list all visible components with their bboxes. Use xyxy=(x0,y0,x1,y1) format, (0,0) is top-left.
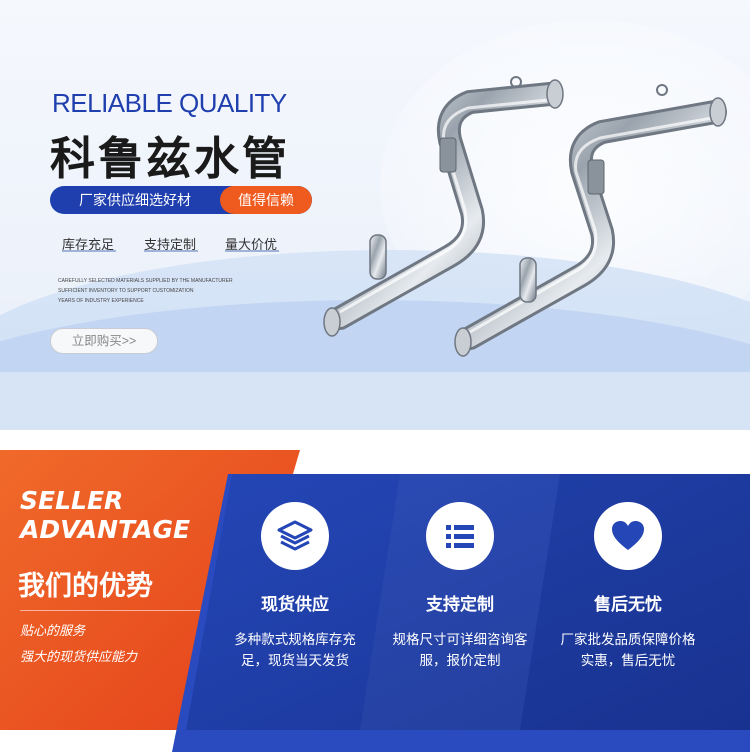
feature-in-stock: 现货供应 多种款式规格库存充足，现货当天发货 xyxy=(220,502,370,671)
fine-print-line: SUFFICIENT INVENTORY TO SUPPORT CUSTOMIZ… xyxy=(58,288,194,294)
advantage-title: 我们的优势 xyxy=(18,571,153,602)
fine-print: CAREFULLY SELECTED MATERIALS SUPPLIED BY… xyxy=(58,276,278,306)
hero-product-title: 科鲁兹水管 xyxy=(50,132,291,185)
hero-english-title: RELIABLE QUALITY xyxy=(52,88,287,118)
feature-after-sales: 售后无忧 厂家批发品质保障价格实惠，售后无忧 xyxy=(553,502,703,671)
advantage-sub-supply: 强大的现货供应能力 xyxy=(20,649,138,664)
advantage-section: SELLER ADVANTAGE 我们的优势 贴心的服务 强大的现货供应能力 现… xyxy=(0,430,750,752)
feature-title: 现货供应 xyxy=(261,595,329,614)
layers-icon xyxy=(261,502,329,570)
tag-stock: 库存充足 xyxy=(62,237,115,252)
fine-print-line: CAREFULLY SELECTED MATERIALS SUPPLIED BY… xyxy=(58,278,233,284)
hero-slogan-pill: 厂家供应细选好材 值得信赖 xyxy=(50,186,312,214)
tag-custom: 支持定制 xyxy=(144,237,197,252)
water-pipe-product-image xyxy=(323,76,727,357)
feature-description: 厂家批发品质保障价格实惠，售后无忧 xyxy=(560,632,696,668)
fine-print-line: YEARS OF INDUSTRY EXPERIENCE xyxy=(58,298,144,304)
buy-now-button[interactable]: 立即购买>> xyxy=(50,328,158,354)
seller-advantage-english: SELLER ADVANTAGE xyxy=(20,486,191,544)
feature-description: 规格尺寸可详细咨询客服，报价定制 xyxy=(392,632,528,668)
pipe-left xyxy=(323,76,564,337)
hero-section: RELIABLE QUALITY 科鲁兹水管 厂家供应细选好材 值得信赖 库存充… xyxy=(0,0,750,430)
advantage-sub-service: 贴心的服务 xyxy=(20,623,86,638)
feature-title: 支持定制 xyxy=(426,595,494,614)
feature-title: 售后无忧 xyxy=(594,595,662,614)
list-icon xyxy=(426,502,494,570)
tag-price: 量大价优 xyxy=(225,237,278,252)
feature-description: 多种款式规格库存充足，现货当天发货 xyxy=(234,632,356,668)
feature-customization: 支持定制 规格尺寸可详细咨询客服，报价定制 xyxy=(385,502,535,671)
slogan-right-badge: 值得信赖 xyxy=(220,186,312,214)
heart-icon xyxy=(594,502,662,570)
slogan-left-text: 厂家供应细选好材 xyxy=(79,192,191,208)
divider xyxy=(20,610,200,611)
pipe-right xyxy=(454,84,727,357)
